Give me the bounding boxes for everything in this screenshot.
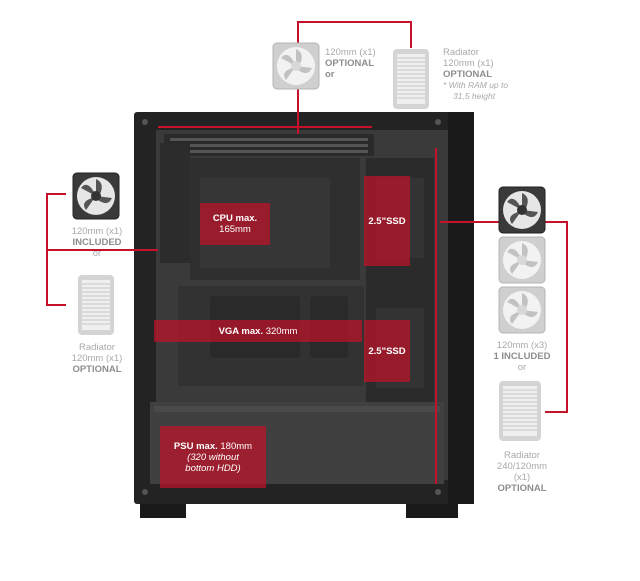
rear-radiator-word: Radiator	[79, 342, 115, 353]
top-or-text: or	[325, 69, 335, 80]
top-radiator-word: Radiator	[443, 47, 479, 58]
top-fan-status: OPTIONAL	[325, 58, 375, 69]
front-fan-status: 1 INCLUDED	[493, 351, 551, 362]
front-fan-size: 120mm (x3)	[496, 340, 548, 351]
rear-fan-size: 120mm (x1)	[71, 226, 123, 237]
vga-value: 320mm	[265, 325, 298, 337]
top-fan-size: 120mm (x1)	[325, 47, 376, 58]
front-radiator-icon	[497, 380, 543, 442]
front-fan-icon-3	[498, 286, 546, 334]
rear-fan-icon	[72, 172, 120, 220]
ssd-2-label: 2.5"SSD	[368, 345, 406, 357]
rear-fan-status: INCLUDED	[72, 237, 122, 248]
front-fan-icon-1	[498, 186, 546, 234]
ssd-1-label: 2.5"SSD	[368, 215, 406, 227]
front-radiator-label: Radiator 240/120mm (x1) OPTIONAL	[481, 450, 563, 494]
cpu-value: 165mm	[219, 224, 251, 235]
psu-note-2: bottom HDD)	[185, 462, 241, 474]
top-fan-icon	[272, 42, 320, 90]
cpu-label: CPU max.	[212, 213, 258, 224]
top-radiator-note-1: * With RAM up to	[443, 80, 509, 90]
front-radiator-size: 240/120mm	[496, 461, 548, 472]
front-fan-label: 120mm (x3) 1 INCLUDED or	[481, 340, 563, 373]
front-or-text: or	[517, 362, 527, 373]
psu-note-1: (320 without	[187, 451, 239, 463]
vga-label: VGA max.	[218, 325, 264, 337]
cpu-cooler-zone: CPU max. 165mm	[200, 203, 270, 245]
top-radiator-icon	[391, 48, 431, 110]
rear-radiator-icon	[76, 274, 116, 336]
front-radiator-qty: (x1)	[513, 472, 531, 483]
front-radiator-word: Radiator	[504, 450, 540, 461]
top-radiator-status: OPTIONAL	[443, 69, 493, 80]
rear-radiator-size: 120mm (x1)	[71, 353, 123, 364]
front-fan-icon-2	[498, 236, 546, 284]
rear-or-text: or	[92, 248, 102, 259]
vga-zone: VGA max. 320mm	[154, 320, 362, 342]
psu-zone: PSU max. 180mm (320 without bottom HDD)	[160, 426, 266, 488]
top-fan-label: 120mm (x1) OPTIONAL or	[325, 47, 395, 80]
top-radiator-note-2: 31,5 height	[453, 91, 496, 101]
psu-label: PSU max.	[173, 440, 218, 452]
top-radiator-size: 120mm (x1)	[443, 58, 494, 69]
ssd-slot-2: 2.5"SSD	[364, 320, 410, 382]
psu-value: 180mm	[220, 440, 253, 452]
front-radiator-status: OPTIONAL	[497, 483, 547, 494]
ssd-slot-1: 2.5"SSD	[364, 176, 410, 266]
top-radiator-label: Radiator 120mm (x1) OPTIONAL * With RAM …	[443, 47, 553, 102]
rear-radiator-label: Radiator 120mm (x1) OPTIONAL	[56, 342, 138, 375]
rear-radiator-status: OPTIONAL	[72, 364, 122, 375]
rear-fan-label: 120mm (x1) INCLUDED or	[56, 226, 138, 259]
